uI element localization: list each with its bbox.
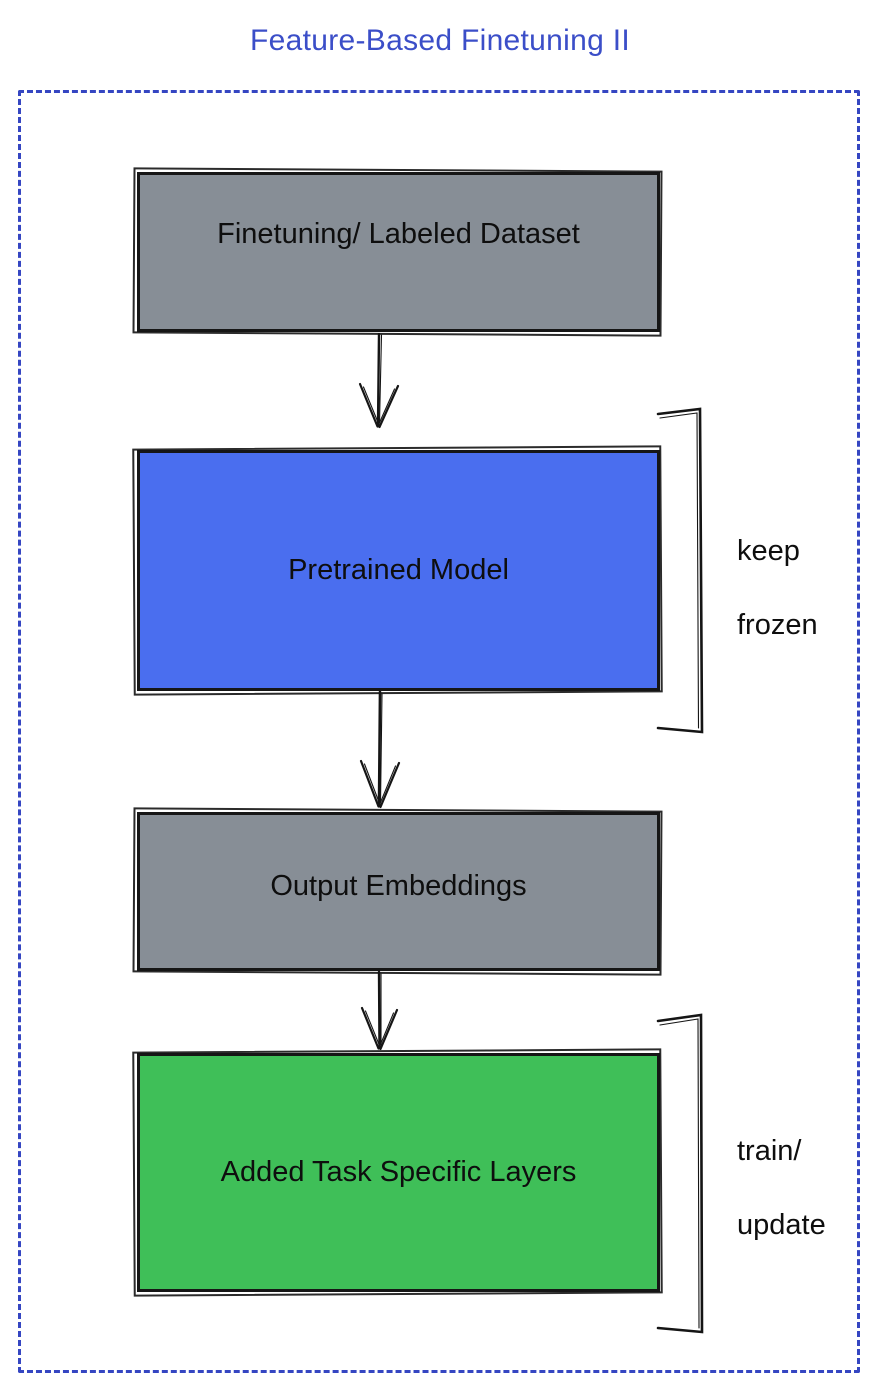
box-finetuning-dataset: Finetuning/ Labeled Dataset [137, 172, 660, 332]
dashed-border-frame [18, 90, 860, 1373]
box-pretrained-model-label: Pretrained Model [288, 554, 509, 586]
annotation-train-update-line2: update [737, 1209, 826, 1241]
box-pretrained-model: Pretrained Model [137, 450, 660, 691]
annotation-keep-frozen-line2: frozen [737, 609, 818, 641]
annotation-train-update-line1: train/ [737, 1135, 802, 1167]
box-added-task-layers-label: Added Task Specific Layers [220, 1156, 577, 1188]
annotation-keep-frozen: keep frozen [737, 496, 818, 681]
box-added-task-layers: Added Task Specific Layers [137, 1053, 660, 1292]
diagram-title: Feature-Based Finetuning II [250, 24, 630, 57]
box-finetuning-dataset-label: Finetuning/ Labeled Dataset [217, 217, 580, 250]
box-output-embeddings-label: Output Embeddings [270, 870, 527, 902]
annotation-train-update: train/ update [737, 1096, 826, 1281]
annotation-keep-frozen-line1: keep [737, 535, 800, 567]
box-output-embeddings: Output Embeddings [137, 812, 660, 971]
